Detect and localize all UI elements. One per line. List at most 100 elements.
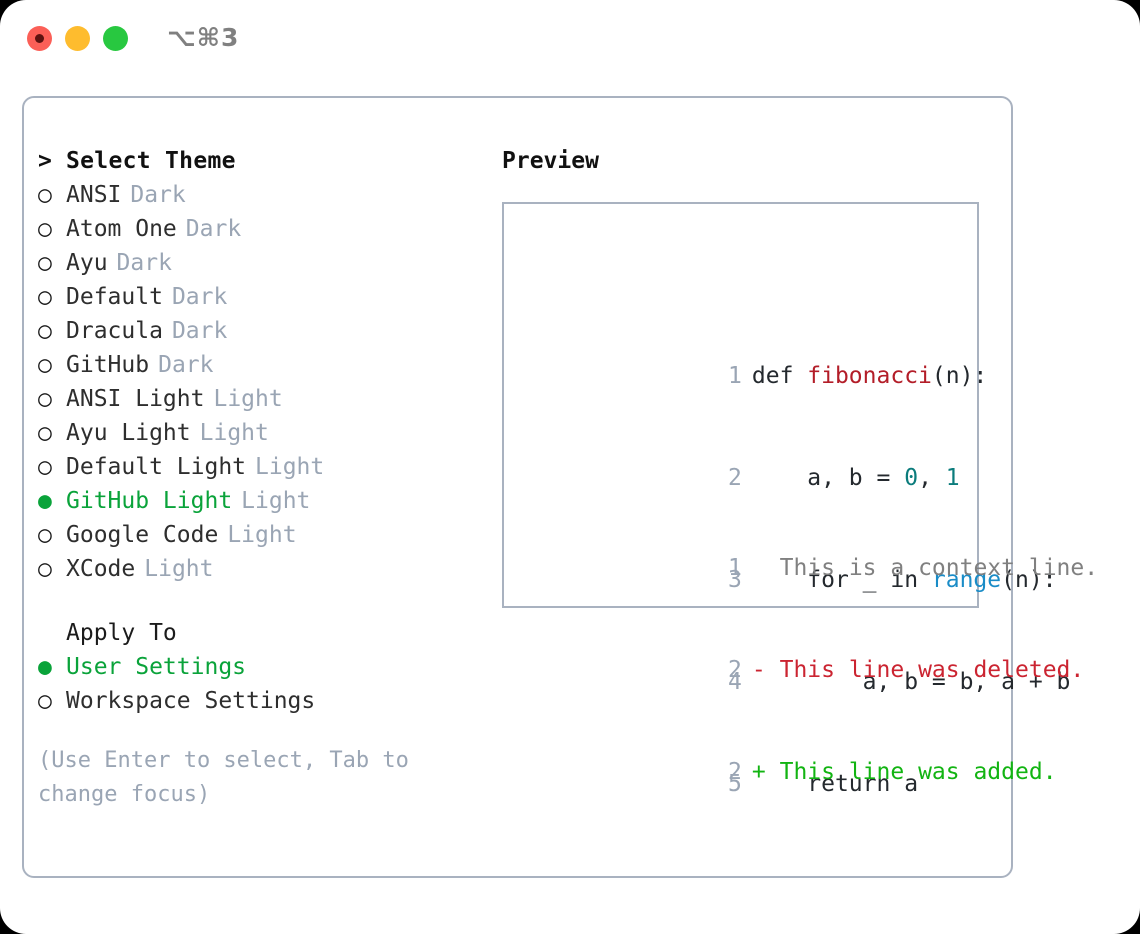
line-number: 1 (728, 555, 742, 581)
theme-name: Ayu Light (66, 420, 191, 446)
line-number: 2 (728, 759, 742, 785)
radio-icon-selected[interactable]: ● (38, 488, 52, 514)
line-number: 3 (728, 567, 742, 593)
theme-variant-tag: Light (199, 420, 269, 446)
title-bar: ⌥⌘3 (0, 0, 1140, 76)
theme-option-default-light[interactable]: ○ Default Light Light (38, 450, 498, 484)
theme-option-atom-one-dark[interactable]: ○ Atom One Dark (38, 212, 498, 246)
code-line: 1 def fibonacci(n): (522, 325, 1070, 389)
diff-line-added: 2 + This line was added. (522, 721, 1098, 785)
line-number: 2 (728, 465, 742, 491)
radio-icon[interactable]: ○ (38, 420, 52, 446)
theme-variant-tag: Light (144, 556, 214, 582)
apply-to-option-user-settings[interactable]: ● User Settings (38, 650, 498, 684)
apply-to-option-label: Workspace Settings (66, 688, 316, 714)
theme-name: Dracula (66, 318, 163, 344)
theme-variant-tag: Dark (171, 284, 228, 310)
code-line: 2 a, b = 0, 1 (522, 427, 1070, 491)
radio-icon[interactable]: ○ (38, 522, 52, 548)
apply-to-option-label: User Settings (66, 654, 247, 680)
keyboard-shortcut-label: ⌥⌘3 (167, 23, 240, 52)
radio-icon[interactable]: ○ (38, 182, 52, 208)
diff-sign: - (751, 657, 766, 683)
window-controls (27, 26, 128, 51)
diff-line-deleted: 2- This line was deleted. (522, 619, 1098, 683)
radio-icon[interactable]: ○ (38, 454, 52, 480)
line-number: 2 (728, 657, 742, 683)
radio-icon-selected[interactable]: ● (38, 654, 52, 680)
radio-icon[interactable]: ○ (38, 556, 52, 582)
theme-option-ayu-light[interactable]: ○ Ayu Light Light (38, 416, 498, 450)
code-token: a, b = (751, 465, 905, 491)
radio-icon[interactable]: ○ (38, 386, 52, 412)
code-line: 5 return a (522, 733, 1070, 797)
theme-variant-tag: Light (241, 488, 311, 514)
section-spacer (38, 586, 498, 616)
apply-to-label: Apply To (66, 620, 177, 646)
theme-option-ansi-dark[interactable]: ○ ANSI Dark (38, 178, 498, 212)
minimize-button[interactable] (65, 26, 90, 51)
theme-name: Default Light (66, 454, 247, 480)
code-token: for _ in (751, 567, 932, 593)
theme-name: Ayu (66, 250, 108, 276)
theme-name: Atom One (66, 216, 177, 242)
diff-text: This is a context line. (779, 555, 1099, 581)
code-token-builtin: range (931, 567, 1002, 593)
theme-option-google-code-light[interactable]: ○ Google Code Light (38, 518, 498, 552)
code-token: return a (751, 771, 919, 797)
apply-to-option-workspace-settings[interactable]: ○ Workspace Settings (38, 684, 498, 718)
radio-icon[interactable]: ○ (38, 216, 52, 242)
diff-sign (752, 555, 766, 581)
radio-icon[interactable]: ○ (38, 318, 52, 344)
theme-variant-tag: Dark (116, 250, 172, 276)
theme-picker-heading: > Select Theme (38, 144, 498, 178)
line-number: 5 (728, 771, 742, 797)
hint-spacer (38, 718, 498, 744)
diff-text: This line was added. (779, 759, 1057, 785)
theme-option-default-dark[interactable]: ○ Default Dark (38, 280, 498, 314)
theme-name: GitHub Light (66, 488, 233, 514)
theme-option-github-light[interactable]: ● GitHub Light Light (38, 484, 498, 518)
close-button[interactable] (27, 26, 52, 51)
selection-arrow-icon: > (38, 148, 53, 174)
theme-name: ANSI Light (66, 386, 205, 412)
theme-option-xcode-light[interactable]: ○ XCode Light (38, 552, 498, 586)
code-token-number: 0 (904, 465, 919, 491)
keyboard-hint-text: (Use Enter to select, Tab to change focu… (38, 748, 423, 807)
code-line: 3 for _ in range(n): (522, 529, 1070, 593)
theme-name: GitHub (66, 352, 150, 378)
radio-icon[interactable]: ○ (38, 284, 52, 310)
theme-option-github-dark[interactable]: ○ GitHub Dark (38, 348, 498, 382)
code-token: def (751, 363, 808, 389)
theme-option-ayu-dark[interactable]: ○ Ayu Dark (38, 246, 498, 280)
main-panel: > Select Theme ○ ANSI Dark ○ Atom One Da… (22, 96, 1098, 878)
diff-sign: + (751, 759, 766, 785)
page-title: Select Theme (66, 148, 236, 174)
preview-title: Preview (502, 148, 599, 174)
theme-variant-tag: Light (227, 522, 297, 548)
code-token: a, b = b, a + b (751, 669, 1071, 695)
radio-icon[interactable]: ○ (38, 250, 52, 276)
theme-variant-tag: Dark (171, 318, 228, 344)
zoom-button[interactable] (103, 26, 128, 51)
code-token-function: fibonacci (807, 363, 932, 389)
theme-name: Default (66, 284, 163, 310)
apply-to-heading: Apply To (38, 616, 498, 650)
theme-option-dracula-dark[interactable]: ○ Dracula Dark (38, 314, 498, 348)
theme-variant-tag: Light (213, 386, 283, 412)
line-number: 1 (728, 363, 742, 389)
code-token: , (918, 465, 946, 491)
theme-name: Google Code (66, 522, 219, 548)
theme-variant-tag: Dark (130, 182, 186, 208)
theme-option-ansi-light[interactable]: ○ ANSI Light Light (38, 382, 498, 416)
theme-picker: > Select Theme ○ ANSI Dark ○ Atom One Da… (38, 144, 498, 812)
theme-variant-tag: Light (255, 454, 325, 480)
radio-icon[interactable]: ○ (38, 352, 52, 378)
code-token: (n): (931, 363, 988, 389)
theme-variant-tag: Dark (158, 352, 214, 378)
code-token: (n): (1001, 567, 1057, 593)
radio-icon[interactable]: ○ (38, 688, 52, 714)
